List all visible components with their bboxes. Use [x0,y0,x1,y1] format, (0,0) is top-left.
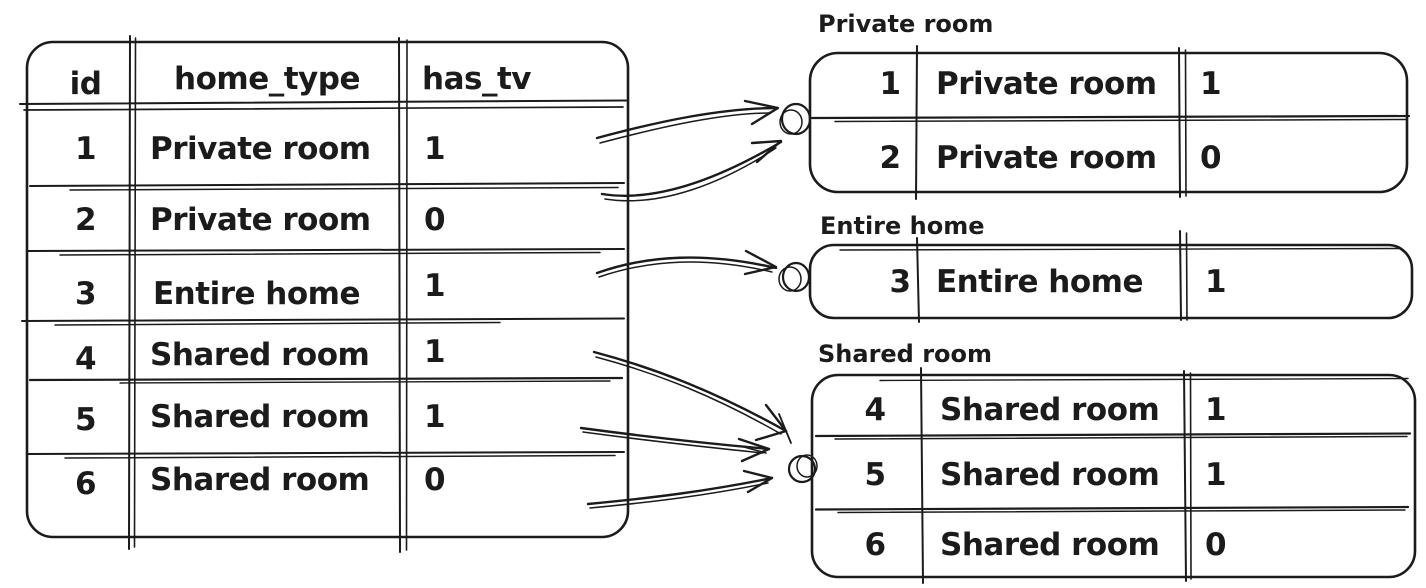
source-cell-home-type: Shared room [150,399,370,435]
group-cell-id: 1 [879,66,901,102]
source-cell-home-type: Entire home [153,276,361,312]
group-label-entire-home: Entire home [820,212,985,240]
arrow-row2-to-private-room [600,139,783,202]
arrow-row5-to-shared-room [579,426,771,463]
group-table-shared-room-frame [810,367,1417,584]
arrow-row3-to-entire-home [595,249,778,278]
group-cell-id: 4 [864,392,886,428]
connector-circle-private-room [779,102,812,136]
group-cell-has-tv: 1 [1205,264,1227,300]
group-label-private-room: Private room [818,10,994,38]
arrow-row4-to-shared-room [592,350,792,444]
source-cell-id: 2 [74,202,97,238]
group-cell-home-type: Entire home [936,264,1144,300]
source-table-frame [19,35,630,553]
source-cell-id: 6 [74,466,97,502]
group-cell-home-type: Private room [936,140,1157,176]
group-label-shared-room: Shared room [818,340,993,368]
source-cell-id: 4 [74,341,97,377]
group-cell-id: 2 [879,140,901,176]
source-cell-id: 1 [74,131,97,167]
source-cell-home-type: Private room [150,131,371,167]
source-header-home-type: home_type [174,61,360,97]
group-cell-id: 6 [864,527,886,563]
source-cell-has-tv: 1 [424,131,446,167]
connector-circle-entire-home [778,261,811,293]
source-cell-id: 3 [74,276,97,312]
group-table-entire-home-frame [808,230,1414,323]
connector-circle-shared-room [787,454,818,484]
group-cell-home-type: Shared room [940,457,1160,493]
group-cell-home-type: Private room [936,66,1157,102]
source-cell-has-tv: 0 [424,202,446,238]
source-cell-home-type: Shared room [150,462,370,498]
group-cell-id: 3 [889,264,911,300]
source-cell-has-tv: 1 [424,399,446,435]
group-cell-has-tv: 1 [1200,66,1222,102]
arrow-row1-to-private-room [595,99,780,144]
group-cell-has-tv: 0 [1205,527,1227,563]
source-cell-home-type: Private room [150,202,371,238]
source-header-has-tv: has_tv [422,61,531,97]
group-cell-has-tv: 1 [1205,457,1227,493]
source-cell-has-tv: 1 [424,334,446,370]
source-header-id: id [69,66,102,102]
group-cell-has-tv: 0 [1200,140,1222,176]
group-cell-home-type: Shared room [940,392,1160,428]
source-cell-id: 5 [74,402,97,438]
group-cell-home-type: Shared room [940,527,1160,563]
source-cell-has-tv: 0 [424,462,446,498]
source-cell-home-type: Shared room [150,337,370,373]
arrow-row6-to-shared-room [586,469,774,509]
source-cell-has-tv: 1 [424,268,446,304]
group-cell-has-tv: 1 [1205,392,1227,428]
group-cell-id: 5 [864,457,886,493]
